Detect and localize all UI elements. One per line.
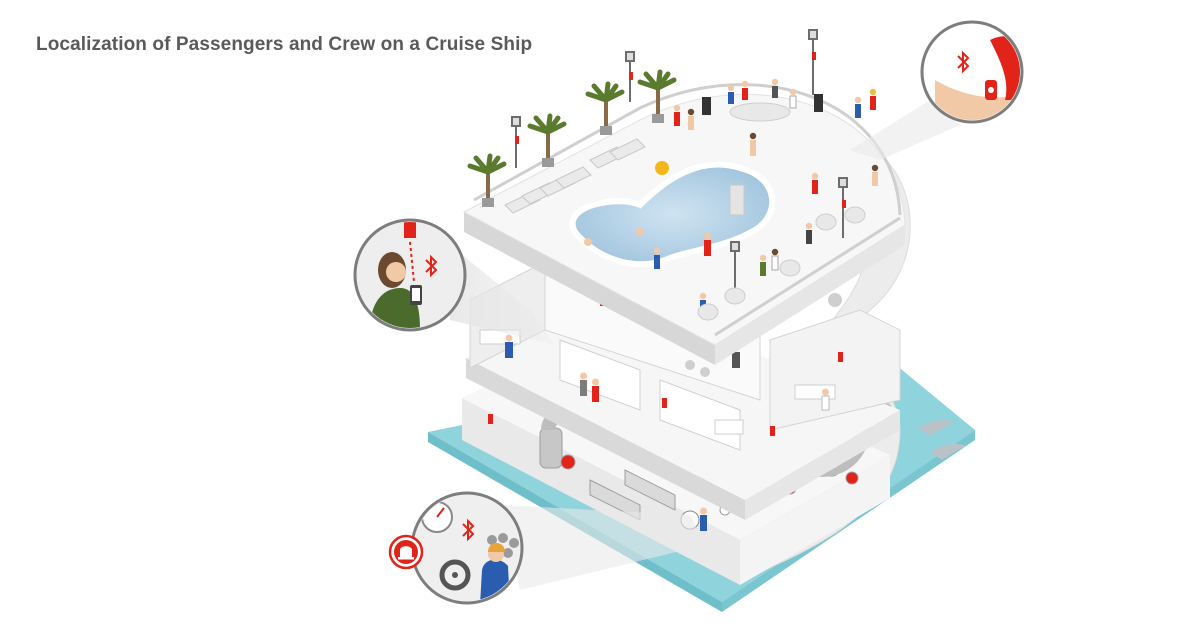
alarm-icon	[388, 534, 424, 570]
valve-wheel-icon	[560, 454, 576, 470]
bluetooth-icon	[957, 50, 970, 74]
callout-beam-engine	[500, 505, 705, 590]
callout-engine-room	[410, 491, 524, 605]
palm-tree-icon	[637, 69, 677, 123]
bean-bags	[697, 206, 866, 321]
valve-wheel-icon	[439, 559, 471, 591]
sun-loungers	[504, 138, 646, 214]
callout-beam-wristband	[850, 100, 960, 160]
callout-smartphone	[353, 218, 467, 332]
palm-tree-icon	[467, 153, 507, 207]
bar-area	[702, 94, 823, 122]
page-title: Localization of Passengers and Crew on a…	[36, 34, 533, 55]
bluetooth-icon	[462, 518, 475, 542]
palm-tree-icon	[527, 113, 567, 167]
lamp-post-icon	[511, 29, 848, 300]
middle-deck	[466, 261, 901, 520]
palm-tree-icon	[585, 81, 625, 135]
deck-passengers	[584, 78, 879, 312]
dolphin-icon	[918, 420, 967, 460]
bluetooth-icon	[425, 254, 438, 278]
valve-wheel-icon	[845, 471, 859, 485]
crew-worker	[700, 515, 707, 531]
callout-beam-cabin	[450, 245, 555, 345]
